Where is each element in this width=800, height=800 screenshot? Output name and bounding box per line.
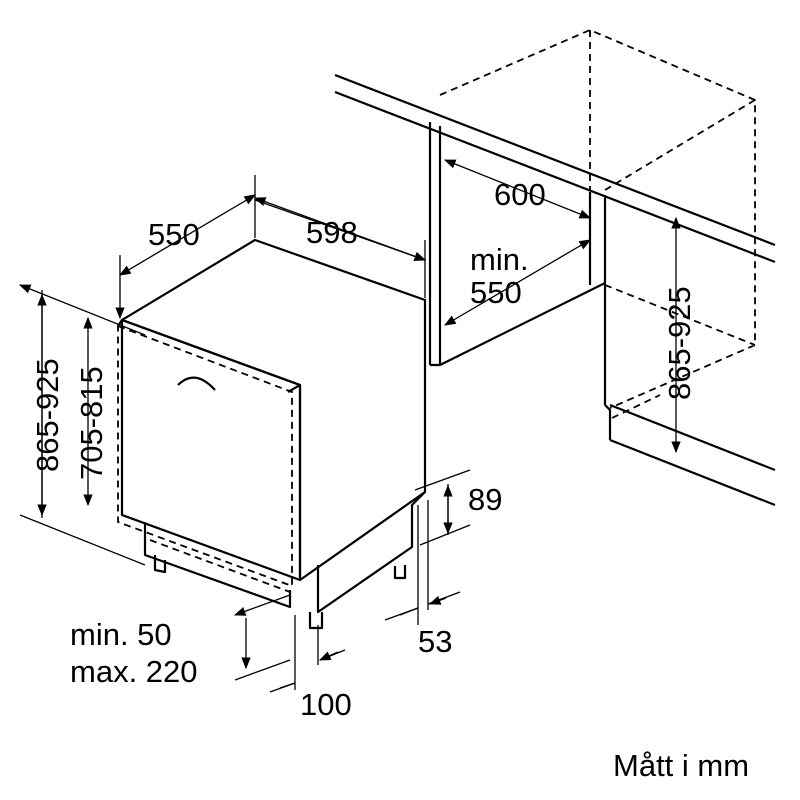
plinth-recess-label: 53 — [418, 624, 452, 659]
niche-width-label: 600 — [494, 177, 546, 212]
foot-offset-label: 100 — [300, 687, 352, 722]
dimension-lines — [20, 159, 681, 693]
dishwasher-body — [117, 238, 427, 630]
door-handle — [177, 376, 216, 391]
depth-label: 550 — [148, 217, 200, 252]
foot-max-label: max. 220 — [70, 654, 198, 689]
units-caption: Mått i mm — [613, 748, 749, 783]
door-height-label: 705-815 — [74, 366, 109, 480]
foot-min-label: min. 50 — [70, 617, 172, 652]
feet — [153, 555, 407, 630]
niche-depth-prefix: min. — [470, 242, 529, 277]
plinth-height-label: 89 — [468, 482, 502, 517]
cabinet-niche — [334, 29, 776, 507]
height-left-label: 865-925 — [30, 358, 65, 472]
niche-depth-value: 550 — [470, 275, 522, 310]
niche-height-label: 865-925 — [662, 286, 697, 400]
width-label: 598 — [306, 215, 358, 250]
